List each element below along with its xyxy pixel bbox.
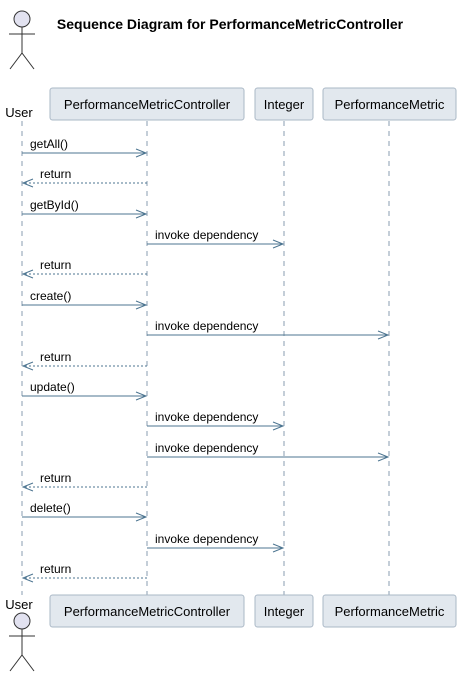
message-11: invoke dependency [147, 441, 390, 462]
arrowhead-icon [272, 239, 285, 249]
participant-integer-top: Integer [254, 87, 314, 121]
actor-bottom: User [5, 597, 35, 672]
message-10: invoke dependency [147, 410, 285, 431]
message-2: return [21, 167, 147, 188]
message-label: update() [30, 380, 75, 394]
actor-head-icon [13, 612, 31, 630]
participant-label: PerformanceMetric [335, 604, 445, 619]
arrowhead-icon [135, 300, 148, 310]
message-9: update() [22, 380, 148, 401]
arrowhead-icon [377, 330, 390, 340]
message-label: invoke dependency [155, 228, 258, 242]
actor-label: User [5, 105, 33, 120]
arrowhead-icon [377, 452, 390, 462]
arrowhead-icon [21, 269, 34, 279]
actor-right-leg-icon [21, 52, 35, 70]
participant-box [322, 87, 457, 121]
participant-controller-bottom: PerformanceMetricController [49, 594, 245, 628]
arrowhead-icon [135, 209, 148, 219]
lifelines [21, 121, 390, 595]
message-label: return [40, 471, 71, 485]
arrowhead-icon [135, 391, 148, 401]
message-5: return [21, 258, 147, 279]
participant-label: Integer [264, 604, 305, 619]
message-label: delete() [30, 501, 71, 515]
message-label: return [40, 350, 71, 364]
participant-label: PerformanceMetric [335, 97, 445, 112]
actor-left-leg-icon [9, 52, 23, 70]
participant-integer-bottom: Integer [254, 594, 314, 628]
arrowhead-icon [21, 573, 34, 583]
arrowhead-icon [272, 421, 285, 431]
message-1: getAll() [22, 137, 148, 158]
message-label: invoke dependency [155, 532, 258, 546]
participant-box [49, 594, 245, 628]
participant-metric-top: PerformanceMetric [322, 87, 457, 121]
message-label: invoke dependency [155, 410, 258, 424]
arrowhead-icon [21, 178, 34, 188]
message-13: delete() [22, 501, 148, 522]
actor-left-leg-icon [9, 654, 23, 672]
arrowhead-icon [21, 482, 34, 492]
message-15: return [21, 562, 147, 583]
actor-head-icon [13, 10, 31, 28]
message-6: create() [22, 289, 148, 310]
participant-box [254, 594, 314, 628]
participant-box [322, 594, 457, 628]
arrowhead-icon [272, 543, 285, 553]
participants: UserUserPerformanceMetricControllerPerfo… [5, 10, 457, 672]
participant-controller-top: PerformanceMetricController [49, 87, 245, 121]
message-12: return [21, 471, 147, 492]
arrowhead-icon [135, 148, 148, 158]
message-label: return [40, 562, 71, 576]
participant-label: PerformanceMetricController [64, 604, 231, 619]
participant-label: Integer [264, 97, 305, 112]
participant-metric-bottom: PerformanceMetric [322, 594, 457, 628]
message-label: getById() [30, 198, 79, 212]
participant-box [254, 87, 314, 121]
message-label: return [40, 258, 71, 272]
message-7: invoke dependency [147, 319, 390, 340]
participant-box [49, 87, 245, 121]
participant-label: PerformanceMetricController [64, 97, 231, 112]
message-14: invoke dependency [147, 532, 285, 553]
message-8: return [21, 350, 147, 371]
message-label: invoke dependency [155, 319, 258, 333]
message-label: getAll() [30, 137, 68, 151]
arrowhead-icon [21, 361, 34, 371]
message-4: invoke dependency [147, 228, 285, 249]
actor-label: User [5, 597, 33, 612]
messages: getAll() return getById() invoke dependency… [21, 137, 390, 583]
diagram-title: Sequence Diagram for PerformanceMetricCo… [57, 16, 404, 32]
message-3: getById() [22, 198, 148, 219]
actor-right-leg-icon [21, 654, 35, 672]
actor-top: User [5, 10, 35, 120]
message-label: return [40, 167, 71, 181]
arrowhead-icon [135, 512, 148, 522]
message-label: create() [30, 289, 71, 303]
message-label: invoke dependency [155, 441, 258, 455]
